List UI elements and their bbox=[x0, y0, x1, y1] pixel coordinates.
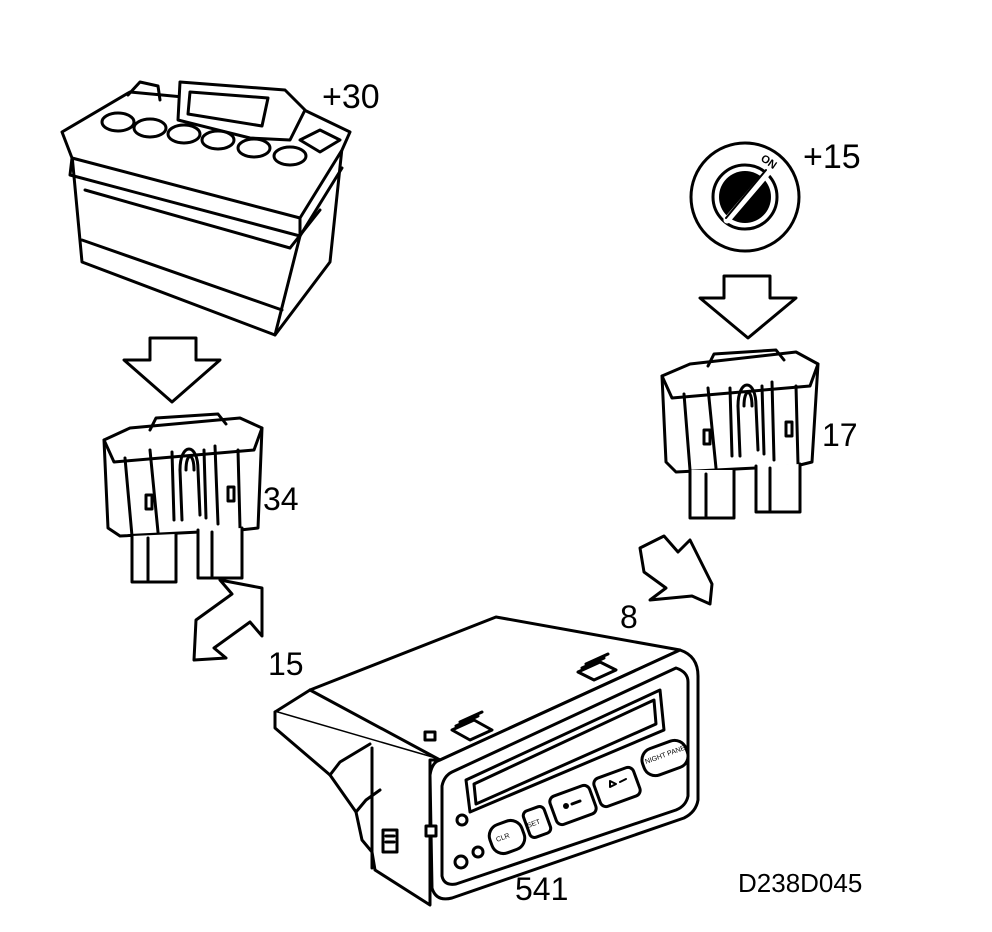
fuse-left-label: 34 bbox=[263, 481, 299, 517]
ignition-switch-icon bbox=[689, 141, 801, 253]
set-button-label: SET bbox=[526, 818, 542, 829]
fuse-34-icon bbox=[102, 412, 264, 584]
arrow-ignition-to-fuse bbox=[698, 274, 798, 340]
battery-icon bbox=[60, 80, 352, 337]
arrow-fuse34-to-unit bbox=[192, 578, 264, 662]
pin-right-label: 8 bbox=[620, 599, 638, 635]
arrow-fuse17-to-unit bbox=[638, 534, 714, 606]
fuse-right-label: 17 bbox=[822, 417, 858, 453]
figure-code-label: D238D045 bbox=[738, 868, 862, 898]
battery-terminal-label: +30 bbox=[322, 78, 380, 116]
fuse-17-icon bbox=[660, 348, 820, 520]
display-unit-icon: CLR SET NIGHT PANEL bbox=[273, 615, 700, 907]
ignition-terminal-label: +15 bbox=[803, 138, 861, 176]
unit-number-label: 541 bbox=[515, 871, 568, 907]
clr-button-label: CLR bbox=[495, 833, 511, 844]
pin-left-label: 15 bbox=[268, 646, 304, 682]
arrow-battery-to-fuse bbox=[122, 336, 222, 404]
